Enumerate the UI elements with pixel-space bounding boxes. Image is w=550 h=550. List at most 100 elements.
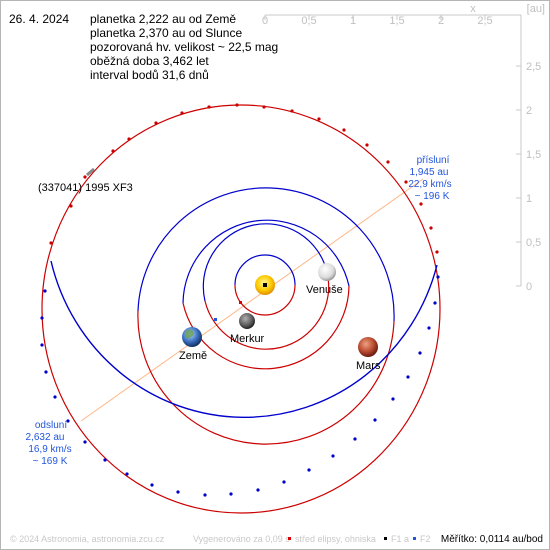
position-point [83, 175, 87, 179]
earth-orbit-north [182, 219, 350, 304]
venus-orbit-south [204, 271, 330, 350]
mercury-orbit-north [234, 284, 296, 316]
position-point [262, 105, 266, 109]
perihelion-info: přísluní 1,945 au 22,9 km/s ~ 196 K [408, 155, 451, 202]
f2-legend-text: F2 [420, 534, 431, 544]
position-point [386, 160, 390, 164]
perihelion-temperature: ~ 196 K [415, 191, 450, 202]
x-axis-label: x [470, 3, 476, 15]
position-point [207, 105, 211, 109]
y-tick-label: 0 [526, 281, 532, 293]
position-point [404, 180, 408, 184]
info-line: planetka 2,370 au od Slunce [90, 26, 242, 40]
asteroid-label: (337041) 1995 XF3 [38, 182, 133, 194]
position-point [435, 250, 439, 254]
position-point [43, 289, 47, 293]
center-legend-marker [288, 537, 291, 540]
position-point [365, 143, 369, 147]
f2-legend-marker [413, 537, 416, 540]
mercury-orbit-south [234, 254, 296, 286]
apsis-line [80, 178, 424, 422]
position-point [103, 458, 107, 462]
aphelion-speed: 16,9 km/s [28, 444, 71, 455]
position-point [40, 343, 44, 347]
asteroid-marker [86, 167, 95, 177]
asteroid-orbit-south [50, 260, 438, 419]
info-line: oběžná doba 3,462 let [90, 54, 209, 68]
info-line: pozorovaná hv. velikost ~ 22,5 mag [90, 40, 278, 54]
position-point [154, 121, 158, 125]
mercury-planet [239, 313, 255, 329]
focus-f1-marker [263, 283, 267, 287]
position-point [391, 397, 395, 401]
generated-text: Vygenerováno za 0,09 s [193, 534, 290, 544]
position-point [53, 395, 57, 399]
position-point [307, 468, 311, 472]
aphelion-info: odsluní 2,632 au 16,9 km/s ~ 169 K [26, 420, 72, 467]
x-tick-label: 0,5 [301, 15, 316, 27]
position-point [69, 204, 73, 208]
x-tick-label: 2 [438, 15, 444, 27]
f1-legend-marker [384, 537, 387, 540]
position-point [229, 492, 233, 496]
position-point [342, 128, 346, 132]
f1-legend-text: F1 a [391, 534, 409, 544]
position-point [176, 490, 180, 494]
y-tick-label: 0,5 [526, 237, 541, 249]
mars-orbit-north [137, 187, 395, 322]
aphelion-distance: 2,632 au [26, 432, 65, 443]
position-point [235, 103, 239, 107]
info-line: planetka 2,222 au od Země [90, 12, 236, 26]
perihelion-title: přísluní [417, 155, 450, 166]
position-point [44, 370, 48, 374]
position-point [433, 301, 437, 305]
position-point [436, 275, 440, 279]
scale-text: Měřítko: 0,0114 au/bod [441, 534, 543, 545]
earth-continent [185, 329, 194, 339]
position-point [83, 440, 87, 444]
position-point [125, 472, 129, 476]
position-point [203, 493, 207, 497]
x-tick-label: 1 [350, 15, 356, 27]
position-point [373, 418, 377, 422]
position-point [290, 109, 294, 113]
position-point [66, 419, 70, 423]
position-point [49, 241, 53, 245]
earth-orbit-south [182, 285, 350, 370]
position-point [406, 375, 410, 379]
position-point [256, 488, 260, 492]
position-point [427, 326, 431, 330]
y-tick-label: 2,5 [526, 61, 541, 73]
ellipse-center-marker [239, 301, 242, 304]
mars-planet [358, 337, 378, 357]
perihelion-distance: 1,945 au [410, 167, 449, 178]
mars-label: Mars [356, 360, 381, 372]
aphelion-title: odsluní [35, 420, 67, 431]
mercury-label: Merkur [230, 333, 265, 345]
position-point [282, 480, 286, 484]
position-point [40, 316, 44, 320]
earth-label: Země [179, 350, 207, 362]
position-point [111, 149, 115, 153]
x-tick-label: 2,5 [477, 15, 492, 27]
y-tick-label: 2 [526, 105, 532, 117]
y-tick-label: 1,5 [526, 149, 541, 161]
info-line: interval bodů 31,6 dnů [90, 68, 209, 82]
venus-label: Venuše [306, 284, 343, 296]
x-tick-label: 1,5 [389, 15, 404, 27]
date-label: 26. 4. 2024 [9, 12, 69, 26]
position-point [418, 351, 422, 355]
position-point [180, 111, 184, 115]
position-point [353, 437, 357, 441]
x-tick-label: 0 [262, 15, 268, 27]
asteroid-orbit-north [41, 104, 441, 514]
position-point [150, 483, 154, 487]
footer: © 2024 Astronomia, astronomia.zcu.cz Vyg… [10, 534, 543, 545]
position-point [331, 454, 335, 458]
position-point [317, 117, 321, 121]
position-point [127, 137, 131, 141]
venus-orbit-north [202, 223, 328, 302]
position-point [429, 226, 433, 230]
